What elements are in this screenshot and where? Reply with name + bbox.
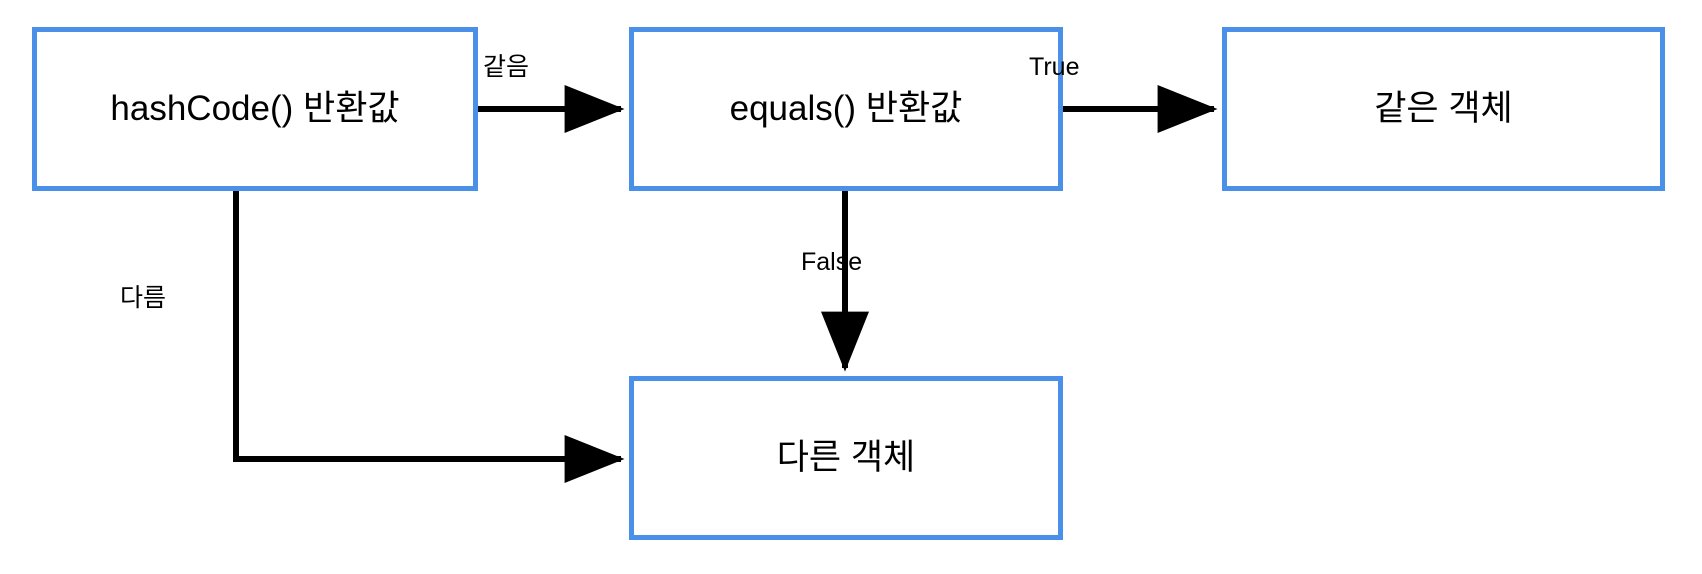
node-label: hashCode() 반환값 [110,88,400,128]
node-different-object[interactable]: 다른 객체 [629,376,1063,540]
edge-label-hashcode-to-equals: 같음 [483,53,530,81]
node-label: 같은 객체 [1374,88,1513,128]
node-equals-return-value[interactable]: equals() 반환값 [629,27,1063,191]
node-label: equals() 반환값 [729,88,963,128]
edge-label-equals-to-different: False [801,248,863,276]
node-hashcode-return-value[interactable]: hashCode() 반환값 [32,27,478,191]
edge-label-equals-to-same: True [1029,53,1080,81]
edge-label-hashcode-to-different: 다름 [120,284,167,312]
edge-hashcode-to-different [233,191,625,483]
node-label: 다른 객체 [776,437,916,477]
node-same-object[interactable]: 같은 객체 [1222,27,1665,191]
